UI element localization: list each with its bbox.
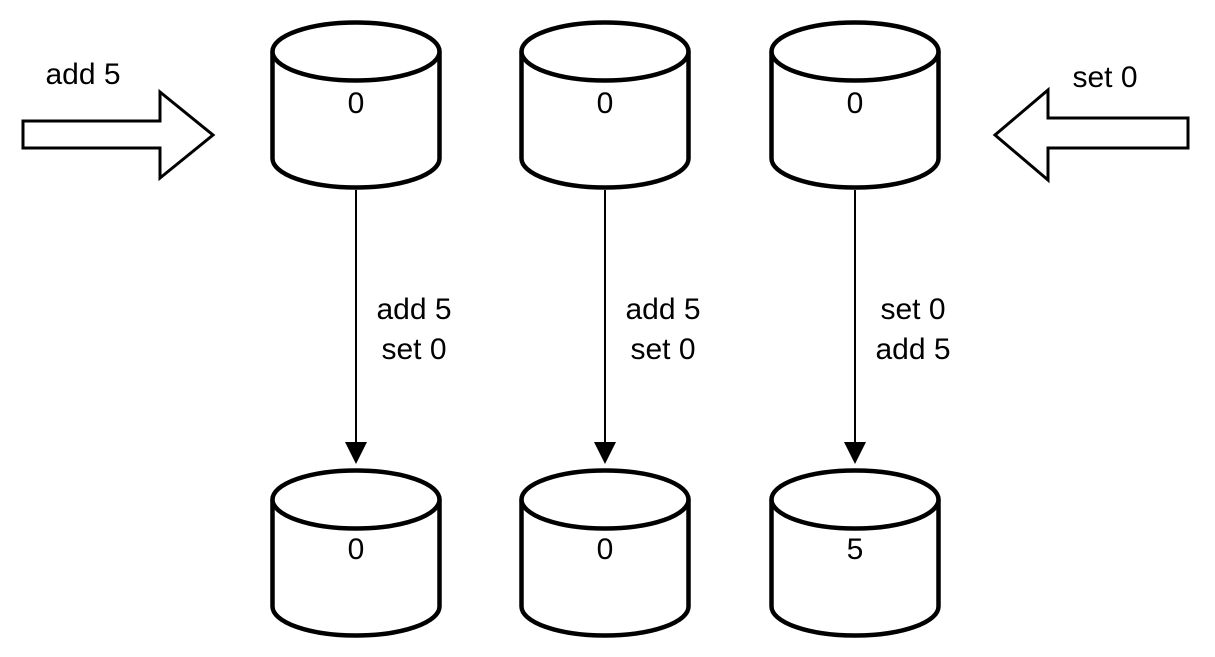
replication-arrow-2-icon: [594, 190, 616, 464]
left-input-label: add 5: [45, 58, 121, 91]
replica-2-op-2: set 0: [630, 333, 696, 366]
replica-2-ops-label: add 5 set 0: [617, 290, 709, 370]
replica-2-initial-value: 0: [596, 87, 614, 120]
replication-arrow-3-icon: [844, 190, 866, 464]
replica-1-op-1: add 5: [376, 293, 452, 326]
replica-3-op-2: add 5: [875, 333, 951, 366]
replica-2-final-value: 0: [596, 533, 614, 566]
right-input-block-arrow-icon: [992, 86, 1190, 184]
replica-2-op-1: add 5: [625, 293, 701, 326]
replica-1-ops-label: add 5 set 0: [368, 290, 460, 370]
replica-1-initial-value: 0: [347, 87, 365, 120]
replica-3-op-1: set 0: [880, 293, 946, 326]
replica-3-initial-value: 0: [846, 87, 864, 120]
right-input-label: set 0: [1072, 61, 1138, 94]
replica-3-ops-label: set 0 add 5: [867, 290, 959, 370]
left-input-block-arrow-icon: [21, 88, 216, 182]
replica-1-op-2: set 0: [381, 333, 447, 366]
replica-1-final-value: 0: [347, 533, 365, 566]
replica-3-final-value: 5: [846, 533, 864, 566]
replication-arrow-1-icon: [345, 190, 367, 464]
